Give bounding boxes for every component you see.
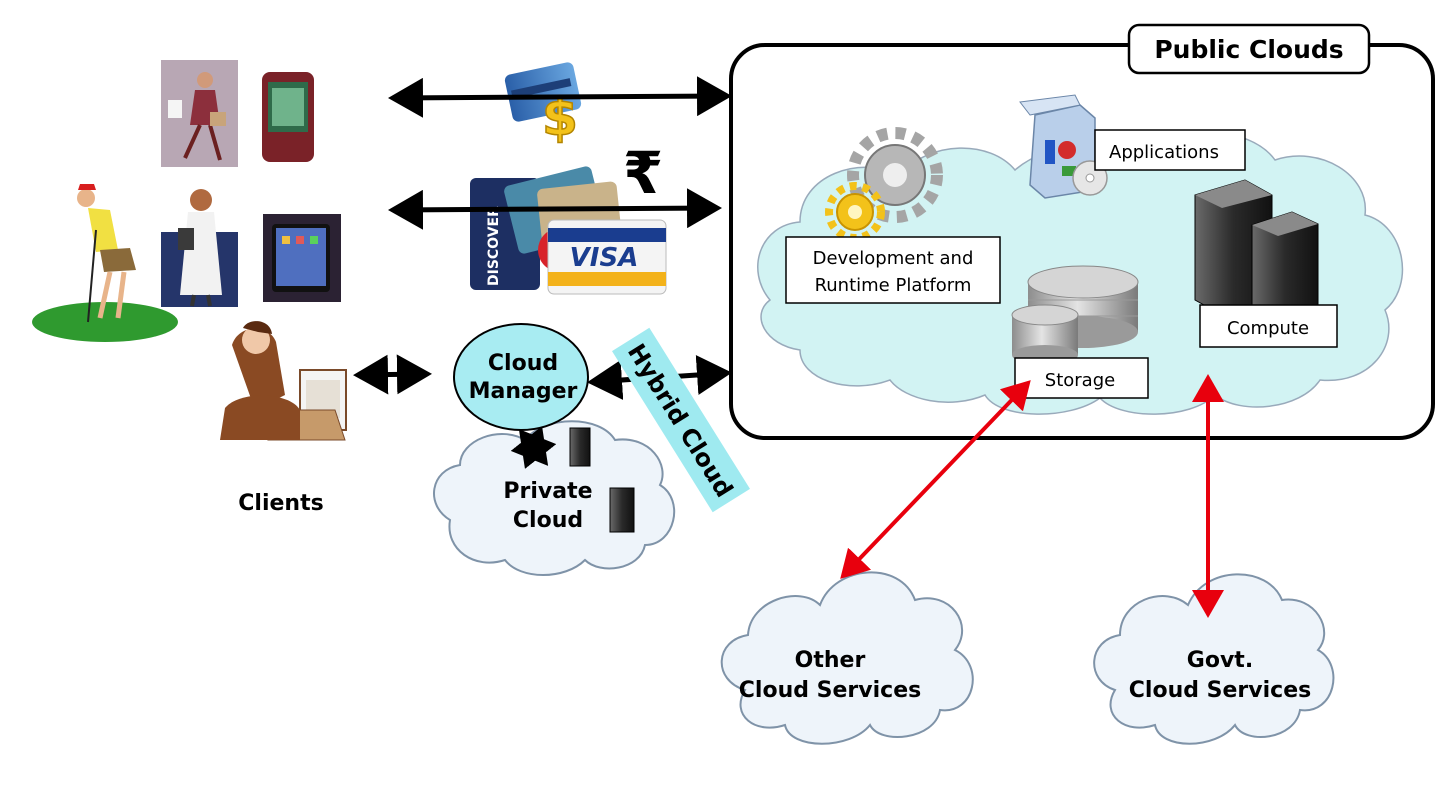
private-cloud-shape xyxy=(433,420,676,576)
applications-label: Applications xyxy=(1109,142,1219,163)
arrow-mobile-to-public xyxy=(388,76,732,118)
cloud-manager-node xyxy=(453,323,589,431)
compute-label: Compute xyxy=(1227,318,1309,339)
platform-label-line2: Runtime Platform xyxy=(815,275,972,296)
clients-label: Clients xyxy=(238,491,323,516)
storage-label: Storage xyxy=(1045,370,1115,391)
govt-services-cloud xyxy=(1093,573,1335,745)
other-services-line1: Other xyxy=(795,648,866,673)
credit-card-dollar-icon: $ xyxy=(504,62,582,149)
private-cloud-line1: Private xyxy=(503,479,592,504)
tablet-icon xyxy=(263,214,341,302)
govt-services-line1: Govt. xyxy=(1187,648,1253,673)
applications-box-icon xyxy=(1019,94,1108,199)
cloud-manager-line2: Manager xyxy=(469,379,578,404)
other-services-cloud xyxy=(720,571,974,745)
compute-servers-icon xyxy=(1194,179,1319,326)
walking-woman-icon xyxy=(161,60,238,167)
rupee-symbol: ₹ xyxy=(623,139,663,207)
arrow-manager-to-private xyxy=(510,426,557,469)
cloud-manager-line1: Cloud xyxy=(488,351,558,376)
golfer-icon xyxy=(32,184,178,342)
platform-label-line1: Development and xyxy=(813,248,974,269)
storage-disks-icon xyxy=(1011,265,1139,365)
public-clouds-title: Public Clouds xyxy=(1154,35,1343,64)
arrow-devices-to-public xyxy=(388,188,722,230)
govt-services-line2: Cloud Services xyxy=(1129,678,1311,703)
office-worker-icon xyxy=(220,321,347,441)
discover-card-text: DISCOVER xyxy=(486,206,502,286)
smartphone-icon xyxy=(262,72,314,162)
gears-icon xyxy=(825,127,943,242)
private-cloud-line2: Cloud xyxy=(513,508,583,533)
doctor-icon xyxy=(161,189,238,307)
visa-card-text: VISA xyxy=(570,243,639,273)
arrow-storage-to-other xyxy=(840,380,1031,579)
arrow-client-to-manager xyxy=(353,354,432,395)
server-icon xyxy=(569,427,635,533)
other-services-line2: Cloud Services xyxy=(739,678,921,703)
